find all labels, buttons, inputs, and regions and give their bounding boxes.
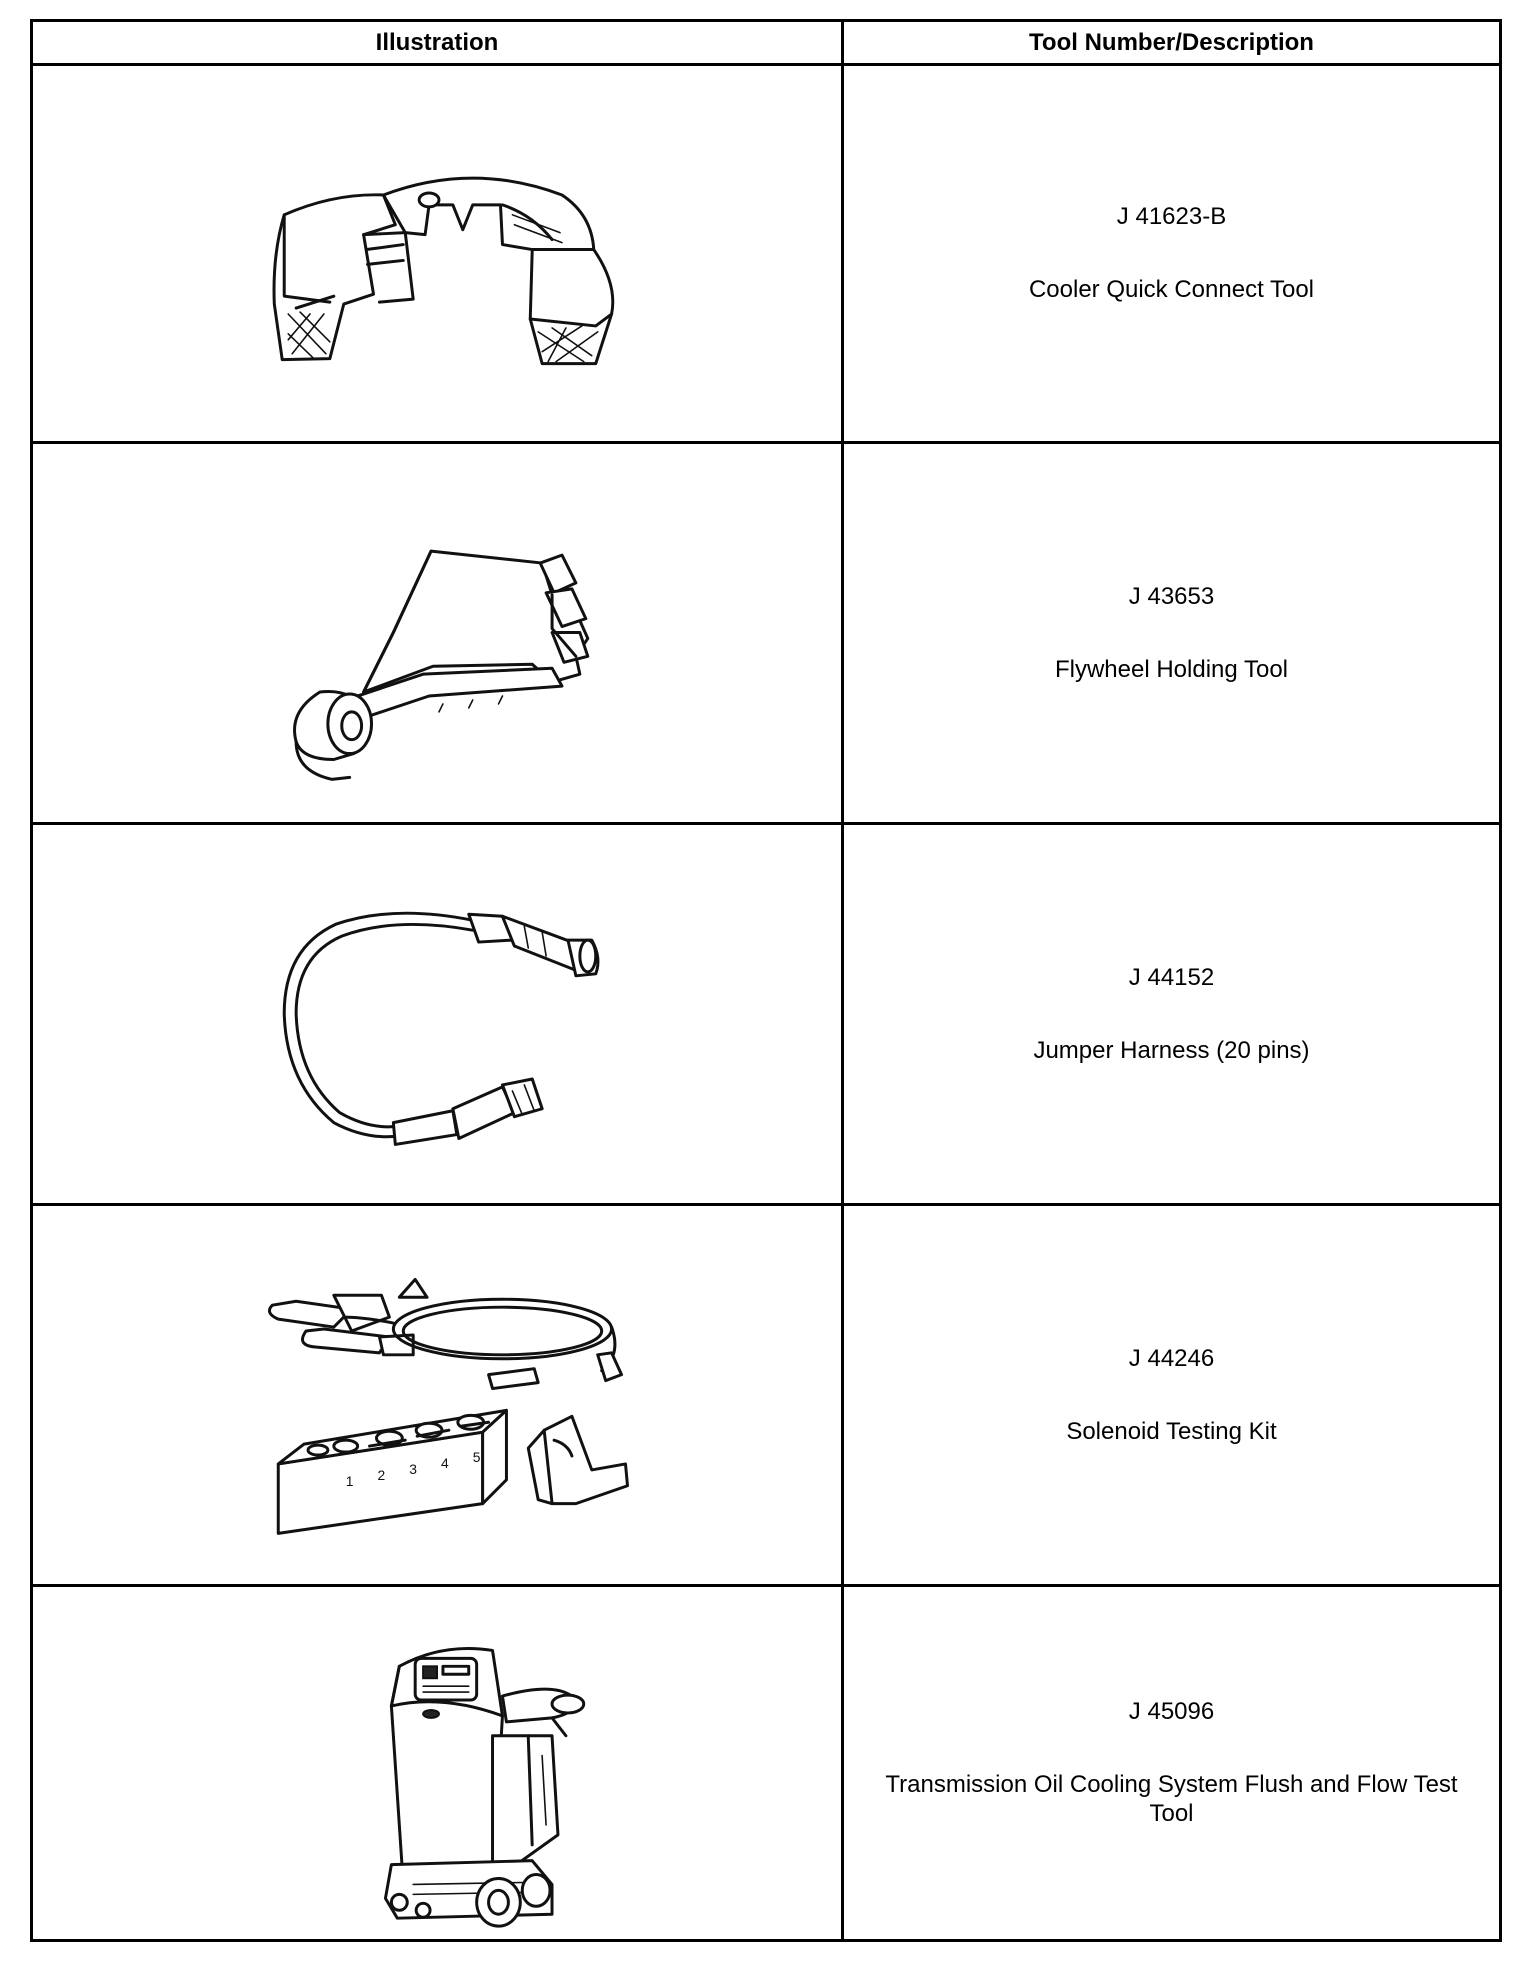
port-label-2: 2 (377, 1467, 385, 1483)
port-label-4: 4 (441, 1455, 449, 1471)
tool-number: J 45096 (1128, 1698, 1215, 1725)
tool-description: Cooler Quick Connect Tool (1028, 276, 1315, 303)
tool-cell: J 41623-B Cooler Quick Connect Tool (844, 66, 1499, 441)
header-illustration: Illustration (33, 22, 844, 63)
tool-cell: J 44246 Solenoid Testing Kit (844, 1206, 1499, 1584)
solenoid-testing-kit-icon: 1 2 3 4 5 (33, 1206, 841, 1584)
tool-description: Transmission Oil Cooling System Flush an… (885, 1771, 1458, 1827)
table-row: J 41623-B Cooler Quick Connect Tool (33, 63, 1499, 441)
tool-cell: J 43653 Flywheel Holding Tool (844, 444, 1499, 822)
illustration-cell (33, 66, 844, 441)
tool-cell: J 44152 Jumper Harness (20 pins) (844, 825, 1499, 1203)
table-row: J 45096 Transmission Oil Cooling System … (33, 1584, 1499, 1939)
table-header-row: Illustration Tool Number/Description (33, 22, 1499, 63)
flush-flow-test-machine-icon (33, 1587, 841, 1939)
tool-number: J 43653 (1128, 582, 1215, 610)
port-label-1: 1 (346, 1473, 354, 1489)
table-row: J 44152 Jumper Harness (20 pins) (33, 822, 1499, 1203)
flywheel-holding-tool-icon (33, 444, 841, 822)
quick-connect-tool-icon (33, 66, 841, 441)
tool-number: J 44246 (1128, 1344, 1215, 1372)
tool-description: Flywheel Holding Tool (1054, 655, 1288, 683)
illustration-cell (33, 825, 844, 1203)
illustration-cell (33, 444, 844, 822)
tool-description: Jumper Harness (20 pins) (1033, 1036, 1310, 1064)
illustration-cell: 1 2 3 4 5 (33, 1206, 844, 1584)
tool-table: Illustration Tool Number/Description (30, 19, 1502, 1942)
illustration-cell (33, 1587, 844, 1939)
tool-description: Solenoid Testing Kit (1066, 1417, 1277, 1445)
jumper-harness-icon (33, 825, 841, 1203)
table-row: 1 2 3 4 5 J 44246 Solenoid Testing Kit (33, 1203, 1499, 1584)
tool-cell: J 45096 Transmission Oil Cooling System … (844, 1587, 1499, 1939)
port-label-5: 5 (473, 1449, 481, 1465)
header-tool-number-description: Tool Number/Description (1029, 28, 1314, 56)
table-row: J 43653 Flywheel Holding Tool (33, 441, 1499, 822)
port-label-3: 3 (409, 1461, 417, 1477)
tool-number: J 41623-B (1116, 203, 1227, 230)
tool-number: J 44152 (1128, 963, 1215, 991)
